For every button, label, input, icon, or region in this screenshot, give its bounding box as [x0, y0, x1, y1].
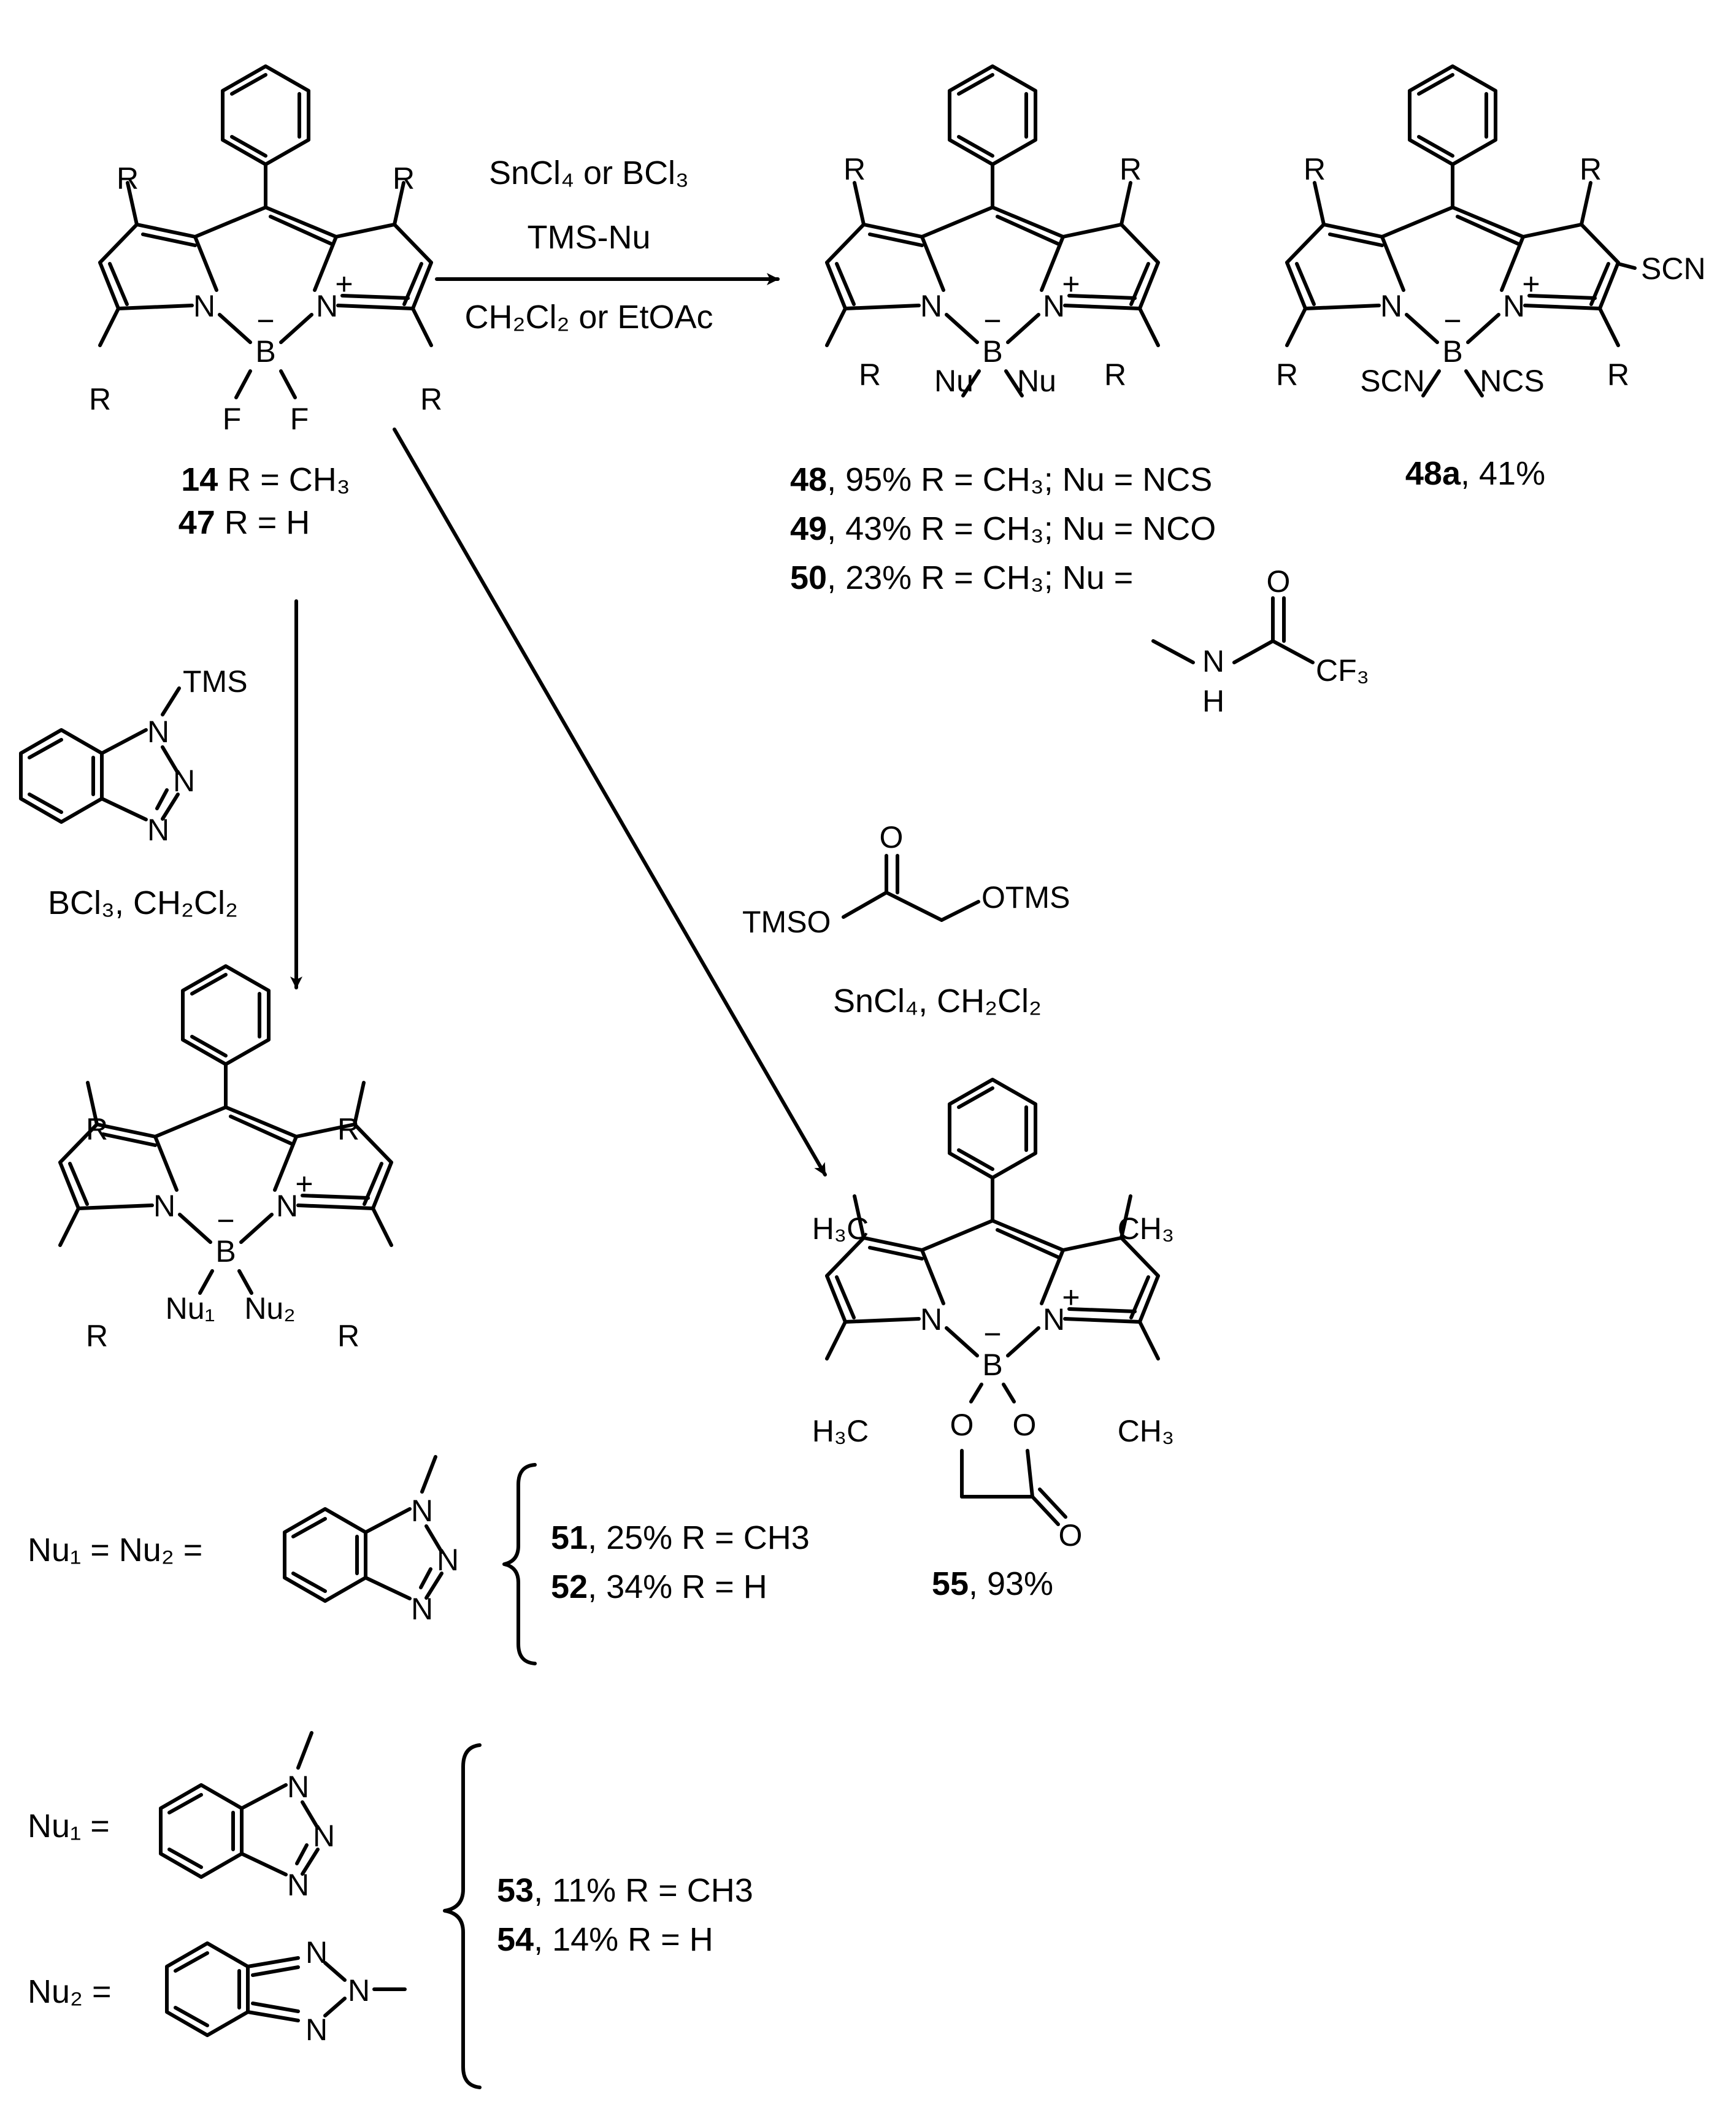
r-label: R	[859, 358, 881, 392]
compound-48-caption: 48, 95% R = CH₃; Nu = NCS	[790, 461, 1212, 498]
tmso-label: TMSO	[742, 905, 831, 939]
compound-14-structure: R R R R F F	[89, 66, 442, 436]
compound-50-caption: 50, 23% R = CH₃; Nu =	[790, 559, 1133, 596]
r-label: R	[1276, 358, 1298, 392]
reagent-line: SnCl₄ or BCl₃	[489, 155, 689, 191]
atom-n: N	[305, 1935, 328, 1970]
compound-53-caption: 53, 11% R = CH3	[497, 1872, 753, 1909]
benzotriazol-1-yl-group: N N N	[283, 1455, 459, 1626]
glycolate-reagent: O TMSO OTMS	[742, 820, 1070, 939]
r-label: R	[1607, 358, 1629, 392]
atom-n: N	[1202, 644, 1224, 678]
tms-benzotriazole-reagent: N N N TMS	[19, 664, 248, 847]
compound-55-caption: 55, 93%	[932, 1565, 1053, 1602]
nu1-eq-nu2-label: Nu₁ = Nu₂ =	[28, 1532, 202, 1568]
atom-n: N	[411, 1494, 433, 1528]
r-label: R	[1120, 152, 1142, 186]
atom-o: O	[880, 820, 904, 854]
r-label: R	[1580, 152, 1602, 186]
nu2-label: Nu₂	[244, 1291, 295, 1326]
atom-n: N	[437, 1543, 459, 1577]
benzotriazol-1-yl-group: N N N	[159, 1731, 335, 1902]
methyl-label: H₃C	[812, 1211, 869, 1246]
atom-o: O	[1267, 564, 1291, 599]
reagent-line: CH₂Cl₂ or EtOAc	[465, 299, 713, 336]
f-label: F	[290, 402, 309, 436]
methyl-label: CH₃	[1118, 1414, 1175, 1448]
r-label: R	[420, 382, 442, 416]
nu1-label: Nu₁	[166, 1291, 215, 1326]
nu-label: Nu	[934, 364, 974, 398]
compound-47-caption: 47 R = H	[179, 504, 310, 541]
reagent-line: TMS-Nu	[528, 219, 651, 256]
r-label: R	[1104, 358, 1126, 392]
nu-label: Nu	[1017, 364, 1056, 398]
reaction-arrow-diagonal	[393, 428, 827, 1176]
compound-14-caption: 14 R = CH₃	[181, 461, 350, 498]
compound-51-structure: R R R R Nu₁ Nu₂	[60, 966, 391, 1353]
nu1-label-row: Nu₁ =	[28, 1808, 110, 1844]
compound-48a-structure: R R R R SCN SCN NCS	[1276, 66, 1706, 398]
f-label: F	[223, 402, 242, 436]
compound-48a-caption: 48a, 41%	[1405, 455, 1545, 492]
compound-55-structure: H₃C CH₃ H₃C CH₃ O O O	[812, 1080, 1175, 1553]
atom-b: B	[0, 0, 10, 2]
atom-n: N	[287, 1770, 309, 1804]
r-label: R	[89, 382, 111, 416]
atom-n: N	[305, 2013, 328, 2047]
atom-n: N	[313, 1819, 335, 1853]
ncs-label: NCS	[1480, 364, 1545, 398]
atom-n: N	[147, 715, 169, 749]
r-label: R	[86, 1319, 108, 1353]
r-label: R	[337, 1319, 359, 1353]
methyl-label: CH₃	[1118, 1211, 1175, 1246]
atom-n: N	[411, 1592, 433, 1626]
r-label: R	[86, 1112, 108, 1146]
compound-48-structure: R R R R Nu Nu	[827, 66, 1158, 398]
reagent-line: SnCl₄, CH₂Cl₂	[833, 983, 1042, 1019]
compound-49-caption: 49, 43% R = CH₃; Nu = NCO	[790, 510, 1216, 547]
atom-n: N	[173, 764, 195, 798]
atom-n: N	[147, 813, 169, 847]
r-label: R	[117, 161, 139, 196]
atom-o: O	[1013, 1408, 1037, 1442]
tms-label: TMS	[183, 664, 248, 699]
benzotriazol-2-yl-group: N N N	[165, 1935, 407, 2047]
cf3-label: CF₃	[1316, 653, 1369, 688]
trifluoroacetamide-group: N H O CF₃	[1151, 564, 1369, 718]
r-label: R	[843, 152, 866, 186]
scn-label: SCN	[1641, 251, 1706, 286]
methyl-label: H₃C	[812, 1414, 869, 1448]
brace	[502, 1463, 537, 1665]
compound-51-caption: 51, 25% R = CH3	[551, 1519, 810, 1556]
nu2-label-row: Nu₂ =	[28, 1973, 112, 2010]
r-label: R	[1304, 152, 1326, 186]
compound-54-caption: 54, 14% R = H	[497, 1921, 713, 1958]
brace	[443, 1743, 482, 2089]
atom-h: H	[1202, 684, 1224, 718]
scn-label: SCN	[1360, 364, 1425, 398]
atom-o: O	[950, 1408, 974, 1442]
bodipy-core-template: N N B − +	[0, 0, 10, 2]
atom-o: O	[1059, 1518, 1083, 1553]
atom-n: N	[287, 1868, 309, 1902]
otms-label: OTMS	[981, 880, 1070, 915]
reagent-line: BCl₃, CH₂Cl₂	[48, 885, 238, 921]
r-label: R	[337, 1112, 359, 1146]
compound-52-caption: 52, 34% R = H	[551, 1568, 767, 1605]
r-label: R	[393, 161, 415, 196]
atom-n: N	[348, 1973, 370, 2008]
